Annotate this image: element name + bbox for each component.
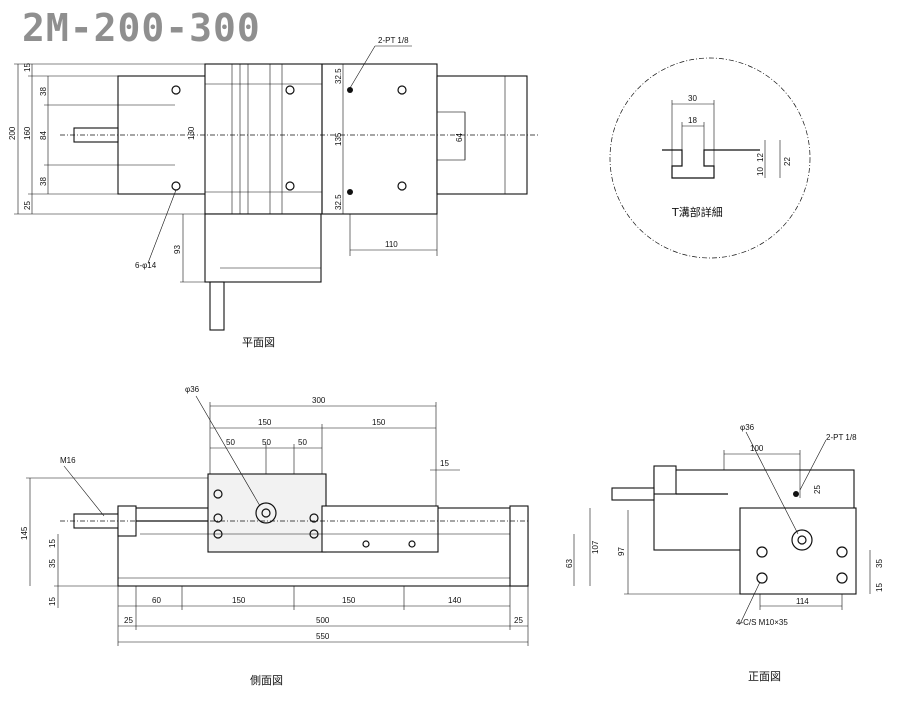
dim-63: 63 xyxy=(565,559,574,568)
dim-60: 60 xyxy=(152,596,161,605)
dim-32a: 32.5 xyxy=(334,68,343,84)
dim-84: 84 xyxy=(39,131,48,140)
dim-145: 145 xyxy=(20,526,29,540)
tslot-dim-18: 18 xyxy=(688,116,697,125)
side-phi36-circle xyxy=(255,502,277,524)
front-dim-97: 97 xyxy=(617,547,626,556)
front-cs-note: 4-C/S M10×35 xyxy=(736,618,788,627)
tslot-dim-12: 12 xyxy=(756,153,765,162)
dim-15: 15 xyxy=(23,63,32,72)
dim-140: 140 xyxy=(448,596,462,605)
front-bolt-icon xyxy=(836,546,848,558)
plan-hole-icon xyxy=(285,85,295,95)
front-bolt-icon xyxy=(756,572,768,584)
plan-hole-icon xyxy=(397,181,407,191)
dim-107: 107 xyxy=(591,540,600,554)
side-view: φ36 M16 300 150 150 50 50 50 15 145 15 3… xyxy=(20,385,600,687)
side-jaw-right xyxy=(321,505,439,553)
dim-200: 200 xyxy=(8,126,17,140)
dim-15top: 15 xyxy=(440,459,449,468)
dim-150d: 150 xyxy=(342,596,356,605)
dim-550: 550 xyxy=(316,632,330,641)
side-bolt-icon xyxy=(309,513,319,523)
front-handle xyxy=(611,487,655,501)
tslot-caption: T溝部詳細 xyxy=(671,205,723,219)
front-pt-note: 2-PT 1/8 xyxy=(826,433,857,442)
dim-150a: 150 xyxy=(258,418,272,427)
side-m16-note: M16 xyxy=(60,456,76,465)
side-end-plate xyxy=(509,505,529,587)
front-dim-114: 114 xyxy=(796,597,809,606)
plan-view-caption: 平面図 xyxy=(242,336,275,349)
plan-holes-note: 6-φ14 xyxy=(135,261,157,270)
front-phi36-circle xyxy=(791,529,813,551)
dim-150c: 150 xyxy=(232,596,246,605)
dim-50a: 50 xyxy=(226,438,235,447)
dim-15bot: 15 xyxy=(48,597,57,606)
dim-150b: 150 xyxy=(372,418,386,427)
plan-port-icon xyxy=(347,189,353,195)
front-dim-15: 15 xyxy=(875,583,884,592)
dim-32b: 32.5 xyxy=(334,194,343,210)
dim-500: 500 xyxy=(316,616,330,625)
side-bolt-icon xyxy=(213,489,223,499)
front-bolt-icon xyxy=(836,572,848,584)
side-bolt-icon xyxy=(362,540,370,548)
front-view: φ36 2-PT 1/8 4-C/S M10×35 100 25 97 35 1… xyxy=(611,423,884,683)
dim-130: 130 xyxy=(187,126,196,140)
front-dim-100: 100 xyxy=(750,444,764,453)
plan-hole-icon xyxy=(397,85,407,95)
drawing-title: 2M-200-300 xyxy=(22,6,261,50)
plan-lower-slide xyxy=(204,213,322,283)
tslot-dim-10: 10 xyxy=(756,167,765,176)
dim-38a: 38 xyxy=(39,87,48,96)
dim-25: 25 xyxy=(23,201,32,210)
front-phi36-note: φ36 xyxy=(740,423,755,432)
dim-50b: 50 xyxy=(262,438,271,447)
plan-port-icon xyxy=(347,87,353,93)
side-phi36-note: φ36 xyxy=(185,385,200,394)
front-view-caption: 正面図 xyxy=(748,670,781,683)
side-bolt-icon xyxy=(408,540,416,548)
tslot-dim-22: 22 xyxy=(783,157,792,166)
plan-pt-note: 2-PT 1/8 xyxy=(378,36,409,45)
plan-handle xyxy=(209,281,225,331)
dim-110: 110 xyxy=(385,240,398,249)
dim-300: 300 xyxy=(312,396,326,405)
dim-25b: 25 xyxy=(514,616,523,625)
plan-hole-icon xyxy=(171,85,181,95)
front-dim-25: 25 xyxy=(813,485,822,494)
side-view-caption: 側面図 xyxy=(250,674,283,687)
plan-view: 2-PT 1/8 6-φ14 200 160 15 38 84 38 25 13… xyxy=(8,36,540,349)
plan-hole-icon xyxy=(285,181,295,191)
dim-135: 135 xyxy=(334,132,343,146)
dim-64: 64 xyxy=(455,133,464,142)
dim-50c: 50 xyxy=(298,438,307,447)
front-port-icon xyxy=(793,491,799,497)
front-bolt-icon xyxy=(756,546,768,558)
tslot-detail: 30 18 12 10 22 T溝部詳細 xyxy=(609,57,811,259)
side-bolt-icon xyxy=(213,513,223,523)
dim-25a: 25 xyxy=(124,616,133,625)
tslot-dim-30: 30 xyxy=(688,94,697,103)
dim-15l: 15 xyxy=(48,539,57,548)
dim-38b: 38 xyxy=(39,177,48,186)
dim-35: 35 xyxy=(48,559,57,568)
front-dim-35: 35 xyxy=(875,559,884,568)
dim-160: 160 xyxy=(23,126,32,140)
side-jaw-left xyxy=(207,473,327,553)
tslot-detail-circle xyxy=(609,57,811,259)
dim-93: 93 xyxy=(173,245,182,254)
